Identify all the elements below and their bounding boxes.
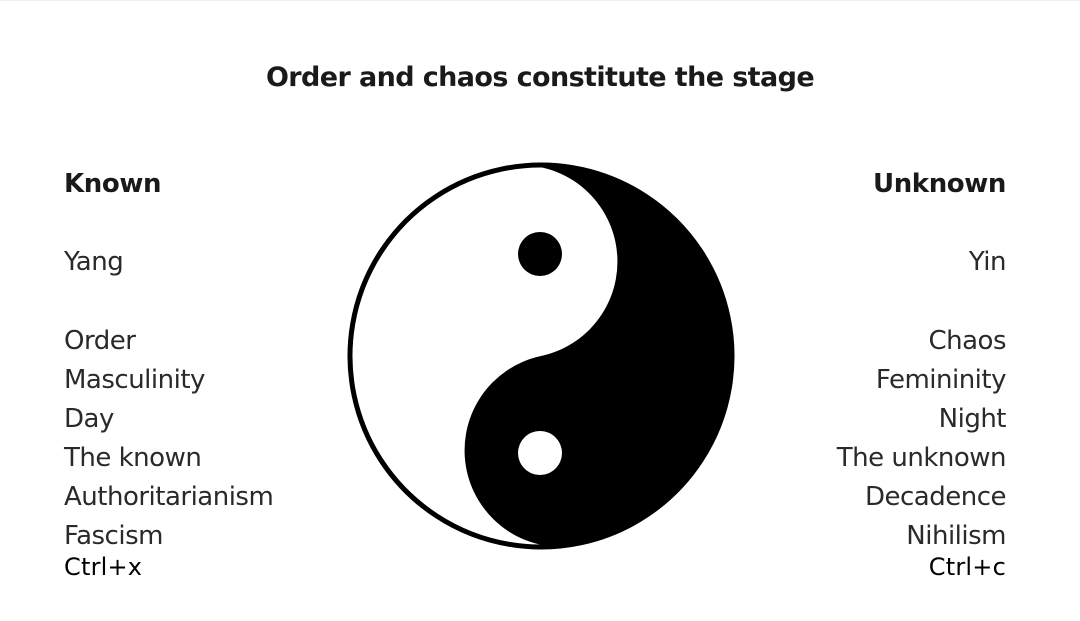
- unknown-item: Femininity: [875, 365, 1007, 395]
- known-item: Authoritarianism: [64, 482, 274, 512]
- known-column: Known Yang Order Masculinity Day The kno…: [64, 166, 274, 582]
- known-item: Order: [64, 326, 136, 356]
- yin-yang-light-dot: [518, 431, 562, 475]
- unknown-heading: Unknown: [872, 169, 1006, 199]
- unknown-list: Chaos Femininity Night The unknown Decad…: [836, 322, 1007, 556]
- known-item: The known: [64, 443, 202, 473]
- diagram-title: Order and chaos constitute the stage: [265, 62, 815, 93]
- unknown-item: Night: [938, 404, 1007, 434]
- known-item: Day: [64, 404, 114, 434]
- known-item: Fascism: [64, 521, 163, 551]
- unknown-item: Chaos: [928, 326, 1006, 356]
- unknown-item: Decadence: [864, 482, 1007, 512]
- known-list: Order Masculinity Day The known Authorit…: [64, 322, 274, 556]
- yang-label: Yang: [64, 247, 124, 277]
- yin-yang-outer-ring: [347, 162, 735, 550]
- shortcut-cut-label: Ctrl+x: [64, 553, 143, 581]
- yin-label: Yin: [968, 247, 1007, 277]
- shortcut-copy-label: Ctrl+c: [928, 553, 1006, 581]
- unknown-item: Nihilism: [906, 521, 1006, 551]
- yin-yang-dark-dot: [518, 232, 562, 276]
- unknown-item: The unknown: [836, 443, 1007, 473]
- top-border: [0, 0, 1080, 1]
- yin-yang-icon: [347, 162, 735, 550]
- unknown-column: Unknown Yin Chaos Femininity Night The u…: [836, 166, 1007, 582]
- known-item: Masculinity: [64, 365, 205, 395]
- known-heading: Known: [64, 169, 162, 199]
